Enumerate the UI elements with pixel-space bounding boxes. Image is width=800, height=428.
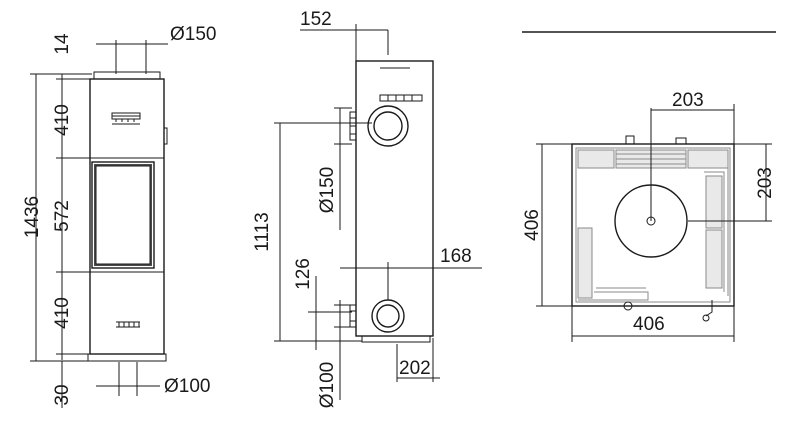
side-air-inlet-depth-label: 202 bbox=[399, 358, 431, 379]
front-top-cap bbox=[93, 71, 161, 80]
side-view: 152 1113 Ø150 168 126 Ø100 202 bbox=[252, 9, 482, 408]
front-door-window bbox=[95, 165, 151, 265]
side-top-grille bbox=[379, 94, 423, 102]
top-flue-center-y-label: 203 bbox=[755, 167, 776, 199]
side-rear-flue-diameter-label: Ø150 bbox=[317, 167, 338, 213]
side-air-inlet-inner bbox=[376, 304, 400, 328]
top-body-outline bbox=[571, 143, 735, 307]
front-upper-grille bbox=[111, 112, 141, 125]
top-depth-label: 406 bbox=[522, 209, 543, 241]
top-liner-panels bbox=[577, 149, 729, 301]
top-body-inner bbox=[575, 147, 731, 303]
front-lower-section-label: 410 bbox=[52, 297, 73, 329]
front-lower-grille bbox=[116, 321, 140, 328]
top-view: 203 203 406 406 bbox=[522, 31, 776, 342]
front-side-handle bbox=[163, 127, 168, 145]
side-rear-flue-height-label: 1113 bbox=[252, 212, 273, 251]
front-door-section-label: 572 bbox=[52, 200, 73, 232]
side-air-inlet-diameter-label: Ø100 bbox=[317, 362, 338, 408]
top-width-label: 406 bbox=[633, 314, 665, 335]
front-view: Ø150 14 410 1436 572 410 30 Ø100 bbox=[22, 24, 216, 408]
front-upper-section-label: 410 bbox=[52, 104, 73, 136]
side-rear-flue-inner bbox=[373, 111, 403, 141]
top-flue-center-x-label: 203 bbox=[672, 90, 704, 111]
front-base-diameter-label: Ø100 bbox=[164, 376, 210, 397]
side-flue-offset-label: 152 bbox=[300, 9, 332, 30]
front-plinth bbox=[87, 353, 167, 362]
front-plinth-label: 30 bbox=[52, 384, 73, 405]
side-rear-flue-outer bbox=[367, 105, 409, 147]
front-total-height-label: 1436 bbox=[22, 196, 43, 238]
front-door bbox=[91, 161, 155, 269]
side-plinth bbox=[361, 335, 431, 343]
side-body-outline bbox=[355, 60, 434, 337]
front-flue-diameter-label: Ø150 bbox=[170, 24, 216, 45]
side-air-inlet-offset-label: 168 bbox=[440, 246, 472, 267]
side-air-inlet-height-label: 126 bbox=[293, 258, 314, 290]
front-top-cap-label: 14 bbox=[52, 33, 73, 55]
